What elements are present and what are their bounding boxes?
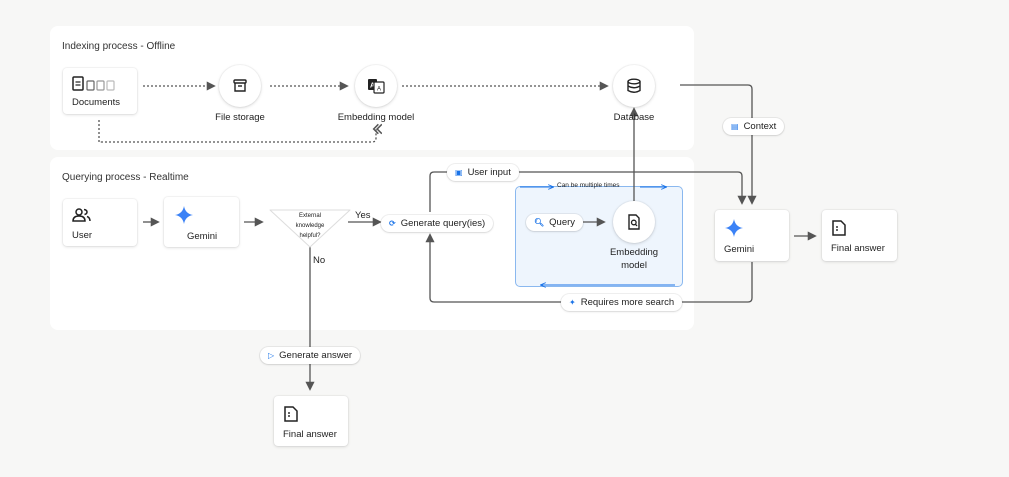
decision-text: External knowledge helpful? [281, 211, 339, 241]
embedding-model-label-query: Embedding model [594, 246, 674, 272]
search-icon: 🔍︎ [534, 218, 545, 227]
decision-line-1: External [298, 213, 321, 219]
context-icon: ▤ [731, 122, 739, 131]
embedding-model-node-indexing: A A [355, 65, 397, 107]
svg-text:A: A [377, 87, 381, 93]
no-label: No [313, 255, 326, 266]
final-answer-label-bottom: Final answer [283, 429, 337, 440]
sparkle-search-icon: ✦ [569, 298, 576, 307]
file-storage-label: File storage [215, 112, 265, 123]
document-search-icon [628, 214, 640, 230]
final-answer-card-bottom: Final answer [274, 396, 348, 446]
generate-query-pill: ⟳ Generate query(ies) [381, 215, 494, 232]
group-icon [72, 208, 91, 222]
document-icon [832, 220, 846, 236]
embedding-model-line-2: model [621, 260, 647, 271]
translate-icon: A A [368, 79, 385, 94]
documents-icon [72, 76, 115, 91]
decision-line-3: helpful? [299, 233, 321, 239]
gemini-label-left: Gemini [187, 231, 218, 242]
embedding-model-line-1: Embedding [609, 247, 659, 258]
embedding-model-label-indexing: Embedding model [337, 112, 415, 123]
context-label: Context [743, 121, 777, 132]
final-answer-card-right: Final answer [822, 210, 897, 261]
generate-answer-label: Generate answer [279, 350, 353, 361]
embedding-model-node-query [613, 201, 655, 243]
archive-icon [233, 79, 247, 92]
final-answer-label-right: Final answer [831, 243, 885, 254]
query-pill: 🔍︎ Query [526, 214, 584, 231]
user-label: User [72, 230, 93, 241]
loop-label: Can be multiple times [557, 182, 620, 189]
user-input-label: User input [467, 167, 511, 178]
indexing-title: Indexing process - Offline [62, 41, 176, 52]
user-input-pill: ▣ User input [447, 164, 519, 181]
generate-answer-icon: ▷ [268, 351, 275, 360]
documents-card: Documents [63, 68, 137, 114]
query-label: Query [549, 217, 576, 228]
generate-query-label: Generate query(ies) [400, 218, 486, 229]
gemini-icon [175, 206, 193, 224]
requires-more-search-pill: ✦ Requires more search [561, 294, 683, 311]
documents-label: Documents [72, 97, 121, 108]
user-card: User [63, 199, 137, 246]
gemini-icon [725, 219, 743, 237]
document-icon [284, 406, 298, 422]
generate-answer-pill: ▷ Generate answer [260, 347, 361, 364]
yes-label: Yes [355, 210, 371, 221]
decision-line-2: knowledge [295, 223, 325, 229]
user-input-icon: ▣ [455, 168, 463, 177]
gemini-card-right: Gemini [715, 210, 789, 261]
querying-title: Querying process - Realtime [62, 172, 189, 183]
context-pill: ▤ Context [723, 118, 785, 135]
database-icon [627, 78, 641, 93]
file-storage-node [219, 65, 261, 107]
database-label: Database [613, 112, 655, 123]
svg-text:A: A [370, 83, 375, 90]
query-generate-icon: ⟳ [389, 219, 396, 228]
requires-more-search-label: Requires more search [580, 297, 675, 308]
gemini-card-left: Gemini [164, 197, 239, 247]
database-node [613, 65, 655, 107]
gemini-label-right: Gemini [724, 244, 755, 255]
